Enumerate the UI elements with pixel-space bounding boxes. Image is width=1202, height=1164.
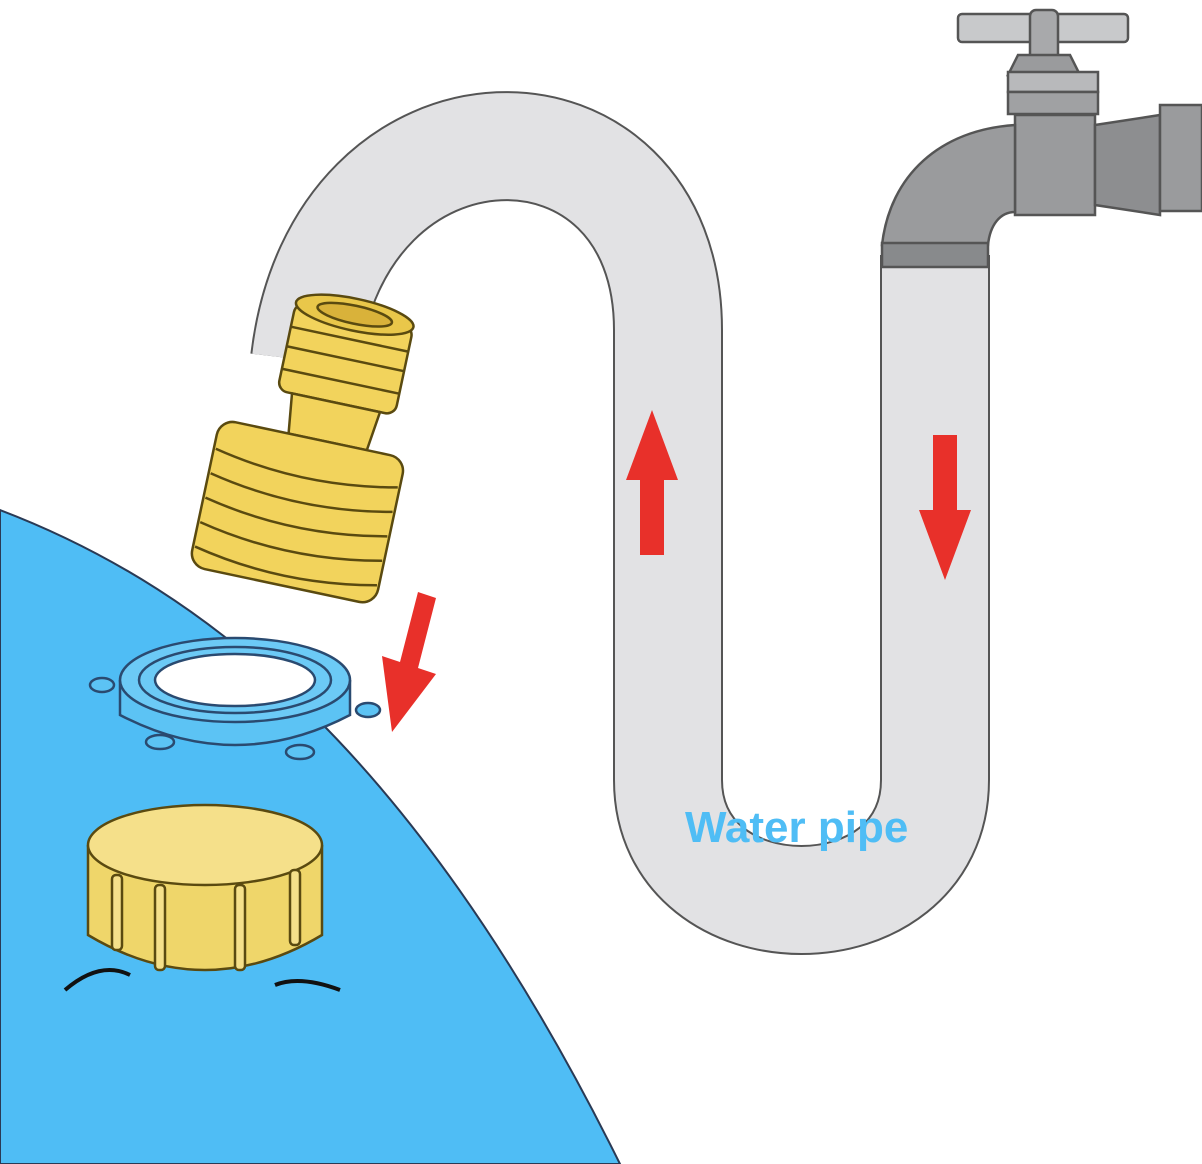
arrow-pipe-down <box>919 435 971 580</box>
arrow-into-tank <box>382 592 436 732</box>
hose-connector-icon <box>190 293 415 604</box>
arrow-pipe-up <box>626 410 678 555</box>
tank-cap-icon <box>63 803 341 992</box>
water-pipe-label: Water pipe <box>685 803 908 852</box>
threaded-adapter-icon <box>190 420 405 604</box>
faucet-icon <box>880 8 1202 269</box>
water-pipe <box>250 91 990 955</box>
washer-ring-icon <box>88 636 382 761</box>
